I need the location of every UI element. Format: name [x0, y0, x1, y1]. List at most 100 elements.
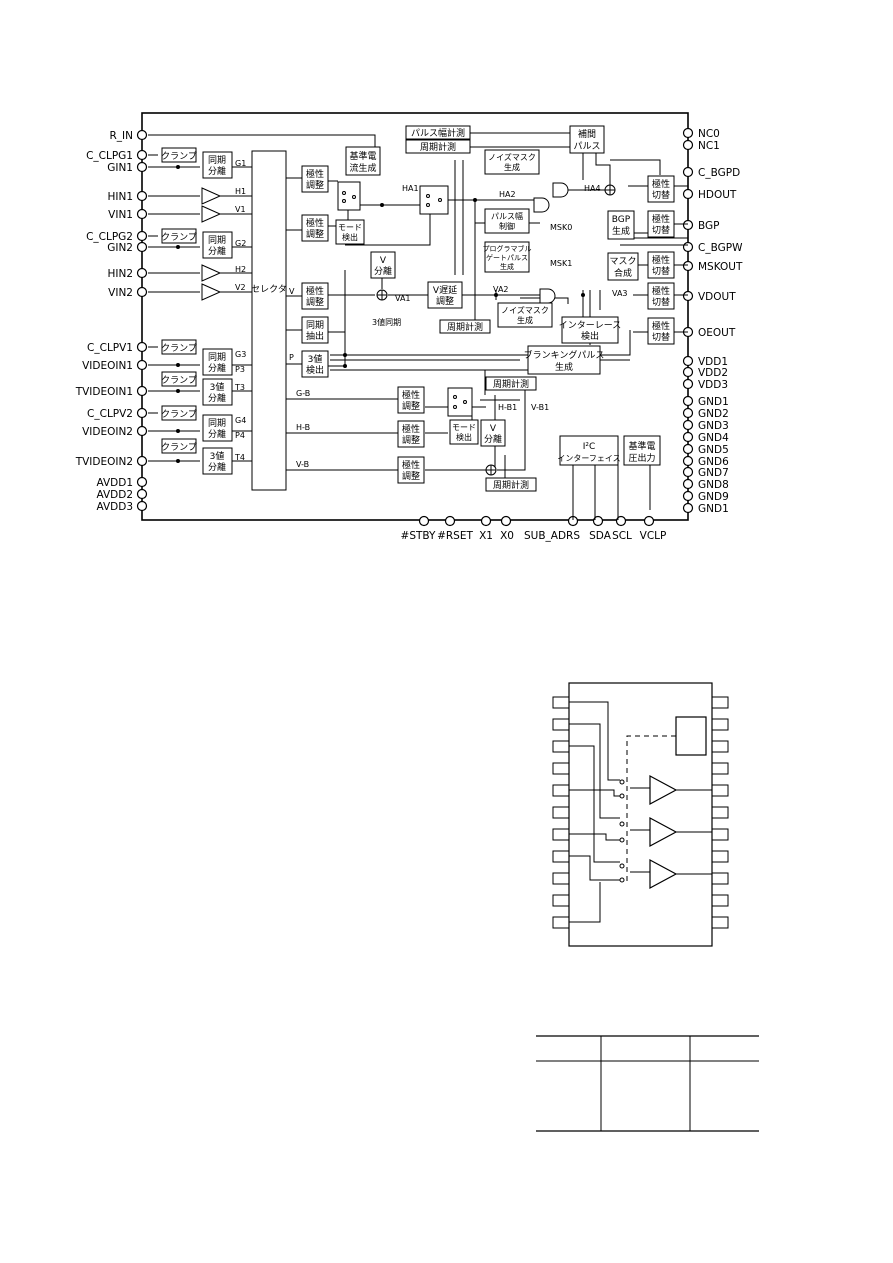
- bottom-pin: VCLP: [640, 515, 666, 542]
- right-pin-label: NC0: [698, 128, 720, 140]
- svg-text:3値: 3値: [308, 353, 323, 365]
- left-pin: HIN2: [107, 267, 148, 280]
- bottom-pin-label: X0: [500, 530, 514, 542]
- right-pin: VDD3: [682, 378, 728, 391]
- svg-text:圧出力: 圧出力: [628, 452, 655, 464]
- right-pin-label: C_BGPW: [698, 242, 743, 254]
- left-pin-terminal: [136, 208, 148, 220]
- right-pin: VDD2: [682, 366, 728, 379]
- svg-text:H2: H2: [235, 265, 246, 274]
- svg-text:同期: 同期: [306, 320, 324, 331]
- bottom-pin-label: #RSET: [437, 530, 473, 542]
- svg-text:H1: H1: [235, 187, 246, 196]
- svg-text:分離: 分離: [484, 433, 502, 445]
- svg-text:検出: 検出: [456, 432, 472, 442]
- left-pin-terminal: [136, 425, 148, 437]
- svg-text:V遅延: V遅延: [433, 284, 457, 296]
- right-pin-label: VDD3: [698, 379, 728, 391]
- svg-text:ノイズマスク: ノイズマスク: [501, 305, 549, 315]
- left-pin-label: C_CLPG1: [86, 150, 133, 162]
- svg-text:極性: 極性: [652, 285, 670, 297]
- switch-ic-diagram: [552, 682, 729, 947]
- right-pin-terminal: [682, 490, 694, 502]
- left-pin-terminal: [136, 488, 148, 500]
- svg-text:マスク: マスク: [609, 256, 636, 267]
- svg-text:3値: 3値: [210, 450, 225, 462]
- left-pin-terminal: [136, 161, 148, 173]
- right-pin-label: GND3: [698, 420, 729, 432]
- svg-text:生成: 生成: [612, 225, 630, 237]
- svg-text:3値同期: 3値同期: [372, 317, 401, 327]
- right-pin-label: VDOUT: [698, 291, 736, 303]
- period-measure-3: 周期計測: [485, 376, 537, 391]
- right-pin: MSKOUT: [682, 260, 743, 273]
- svg-text:制御: 制御: [499, 221, 515, 231]
- svg-text:P3: P3: [235, 365, 245, 374]
- svg-text:インターレース: インターレース: [559, 320, 622, 331]
- and-gate-1: [552, 182, 569, 198]
- left-pin-terminal: [136, 407, 148, 419]
- bottom-pin: #RSET: [437, 515, 473, 542]
- right-pin: GND1: [682, 395, 729, 408]
- svg-text:極性: 極性: [306, 285, 324, 297]
- control-dashed-line: [626, 735, 676, 885]
- right-pin: GND5: [682, 443, 729, 456]
- svg-text:生成: 生成: [555, 361, 573, 373]
- svg-text:G3: G3: [235, 350, 246, 359]
- svg-text:VA2: VA2: [493, 285, 509, 294]
- clamp-block-6: クランプ: [161, 438, 197, 454]
- left-pin: HIN1: [107, 190, 148, 203]
- svg-text:切替: 切替: [652, 265, 670, 277]
- left-pin: TVIDEOIN2: [75, 455, 148, 468]
- left-pin-label: AVDD2: [96, 489, 133, 501]
- svg-text:クランプ: クランプ: [161, 343, 197, 354]
- right-pin-terminal: [682, 127, 694, 139]
- svg-text:クランプ: クランプ: [161, 442, 197, 453]
- right-pin-terminal: [682, 419, 694, 431]
- right-pin-label: GND6: [698, 456, 729, 468]
- junction-dots: [176, 165, 585, 463]
- svg-text:極性: 極性: [306, 217, 324, 229]
- svg-text:V1: V1: [235, 205, 246, 214]
- left-pin-terminal: [136, 476, 148, 488]
- left-pin: AVDD1: [96, 476, 148, 489]
- svg-text:調整: 調整: [402, 400, 420, 412]
- right-pin-label: GND9: [698, 491, 729, 503]
- svg-text:切替: 切替: [652, 331, 670, 343]
- v-separator-1: V分離: [370, 251, 396, 279]
- svg-text:クランプ: クランプ: [161, 375, 197, 386]
- input-buffers: [201, 187, 222, 301]
- buffer-vin2: [201, 283, 222, 301]
- svg-text:分離: 分離: [208, 428, 226, 440]
- bottom-pin-terminal: [592, 515, 604, 527]
- left-pin-label: VIDEOIN1: [82, 360, 133, 372]
- left-pin: R_IN: [110, 129, 148, 142]
- left-pin-label: VIN2: [108, 287, 133, 299]
- bottom-pin-label: X1: [479, 530, 493, 542]
- svg-text:プログラマブル: プログラマブル: [483, 244, 532, 253]
- right-pin-label: OEOUT: [698, 327, 736, 339]
- bottom-pin-label: SUB_ADRS: [524, 530, 580, 542]
- bottom-pin-terminal: [418, 515, 430, 527]
- svg-text:極性: 極性: [652, 213, 670, 225]
- svg-text:切替: 切替: [652, 296, 670, 308]
- left-pin-terminal: [136, 359, 148, 371]
- svg-text:T3: T3: [234, 383, 245, 392]
- bottom-pin: X1: [479, 515, 493, 542]
- bottom-pin-terminal: [480, 515, 492, 527]
- right-pin-terminal: [682, 466, 694, 478]
- svg-text:パルス: パルス: [573, 141, 600, 152]
- svg-text:HA2: HA2: [499, 190, 516, 199]
- right-pin-terminal: [682, 395, 694, 407]
- right-pin: NC1: [682, 139, 720, 152]
- svg-text:P4: P4: [235, 431, 245, 440]
